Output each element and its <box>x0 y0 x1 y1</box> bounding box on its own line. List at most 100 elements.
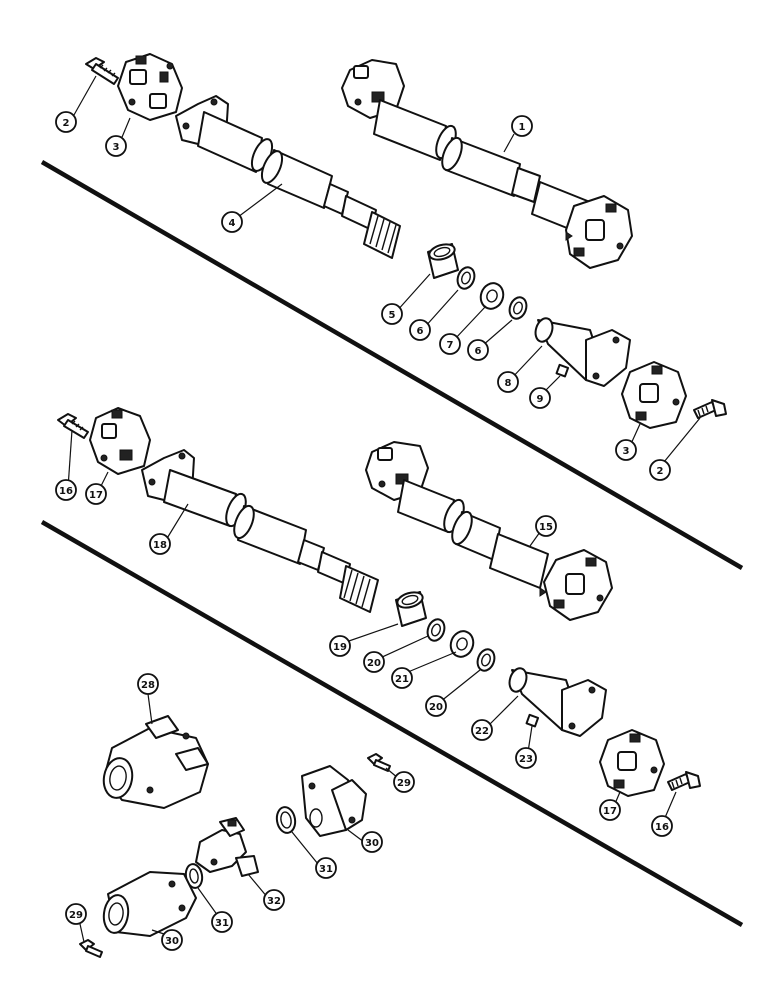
svg-text:1: 1 <box>519 122 526 133</box>
callout-16-right: 16 <box>651 815 673 837</box>
callout-32: 32 <box>263 889 285 911</box>
section-divider-upper <box>40 160 744 570</box>
yoke-30-top <box>301 765 367 837</box>
washer-20-right <box>476 648 496 672</box>
callout-3-right: 3 <box>615 439 637 461</box>
svg-text:29: 29 <box>397 778 411 789</box>
grease-fitting-23 <box>525 713 540 728</box>
callout-6-right: 6 <box>467 339 489 361</box>
callout-17-right: 17 <box>599 799 621 821</box>
svg-text:32: 32 <box>267 896 281 907</box>
bearing-5 <box>427 243 459 279</box>
callout-9: 9 <box>529 387 551 409</box>
callout-2-top: 2 <box>55 111 77 133</box>
shaft-assembly-1 <box>341 59 633 269</box>
seal-21 <box>449 630 475 658</box>
callout-30-top: 30 <box>361 831 383 853</box>
callout-31-top: 31 <box>315 857 337 879</box>
bolt-2-right <box>693 399 727 419</box>
svg-text:21: 21 <box>395 674 409 685</box>
universal-joint-28 <box>102 715 209 809</box>
callout-15: 15 <box>535 515 557 537</box>
washer-6-left <box>456 266 476 290</box>
callout-20-left: 20 <box>363 651 385 673</box>
svg-text:30: 30 <box>165 936 179 947</box>
cross-bearing-3-right <box>621 361 687 429</box>
yoke-30-bottom <box>102 871 197 937</box>
svg-text:7: 7 <box>447 340 454 351</box>
svg-text:31: 31 <box>319 864 333 875</box>
callout-30-bottom: 30 <box>161 929 183 951</box>
grease-fitting-9 <box>555 363 570 378</box>
callout-23: 23 <box>515 747 537 769</box>
svg-text:17: 17 <box>89 490 103 501</box>
callout-1: 1 <box>511 115 533 137</box>
callout-4: 4 <box>221 211 243 233</box>
svg-text:19: 19 <box>333 642 347 653</box>
svg-text:22: 22 <box>475 726 489 737</box>
svg-text:20: 20 <box>367 658 381 669</box>
callout-8: 8 <box>497 371 519 393</box>
svg-text:2: 2 <box>657 466 664 477</box>
svg-text:17: 17 <box>603 806 617 817</box>
bolt-2-top <box>85 57 119 85</box>
svg-text:9: 9 <box>537 394 544 405</box>
bolt-16-left <box>57 413 89 439</box>
callout-3-top: 3 <box>105 135 127 157</box>
callout-16-left: 16 <box>55 479 77 501</box>
cross-bearing-17-left <box>89 407 151 475</box>
upper-assembly <box>85 53 727 429</box>
svg-text:20: 20 <box>429 702 443 713</box>
svg-text:16: 16 <box>655 822 669 833</box>
svg-text:28: 28 <box>141 680 155 691</box>
callout-7: 7 <box>439 333 461 355</box>
callout-29-top: 29 <box>393 771 415 793</box>
callout-21: 21 <box>391 667 413 689</box>
svg-text:6: 6 <box>417 326 424 337</box>
cross-bearing-3-top <box>117 53 183 121</box>
svg-text:3: 3 <box>113 142 120 153</box>
svg-text:30: 30 <box>365 838 379 849</box>
section-divider-lower <box>40 520 744 927</box>
washer-20-left <box>426 618 446 642</box>
svg-text:16: 16 <box>59 486 73 497</box>
shaft-tube-18 <box>141 449 379 613</box>
svg-text:2: 2 <box>63 118 70 129</box>
washer-6-right <box>508 296 528 320</box>
callout-29-bottom: 29 <box>65 903 87 925</box>
svg-text:6: 6 <box>475 346 482 357</box>
shaft-tube-4 <box>175 95 401 259</box>
callout-20-right: 20 <box>425 695 447 717</box>
callout-2-right: 2 <box>649 459 671 481</box>
seal-7 <box>479 282 505 310</box>
svg-text:31: 31 <box>215 918 229 929</box>
universal-cross-32 <box>195 817 259 877</box>
callout-28: 28 <box>137 673 159 695</box>
snap-ring-31-top <box>275 806 297 834</box>
svg-text:4: 4 <box>229 218 236 229</box>
slip-yoke-8 <box>534 317 631 387</box>
callout-17-left: 17 <box>85 483 107 505</box>
cross-bearing-17-right <box>599 729 665 797</box>
svg-text:3: 3 <box>623 446 630 457</box>
callout-22: 22 <box>471 719 493 741</box>
callout-5: 5 <box>381 303 403 325</box>
callout-19: 19 <box>329 635 351 657</box>
lower-assembly <box>79 715 391 958</box>
bolt-29-bottom <box>79 939 103 958</box>
svg-text:5: 5 <box>389 310 396 321</box>
bolt-16-right <box>667 771 701 791</box>
svg-text:23: 23 <box>519 754 533 765</box>
svg-text:15: 15 <box>539 522 553 533</box>
svg-text:29: 29 <box>69 910 83 921</box>
shaft-assembly-15 <box>365 441 613 621</box>
callout-6-left: 6 <box>409 319 431 341</box>
middle-assembly <box>57 407 701 797</box>
svg-text:8: 8 <box>505 378 512 389</box>
slip-yoke-22 <box>508 667 607 737</box>
callout-18: 18 <box>149 533 171 555</box>
bearing-19 <box>395 591 427 627</box>
callout-31-bottom: 31 <box>211 911 233 933</box>
svg-text:18: 18 <box>153 540 167 551</box>
